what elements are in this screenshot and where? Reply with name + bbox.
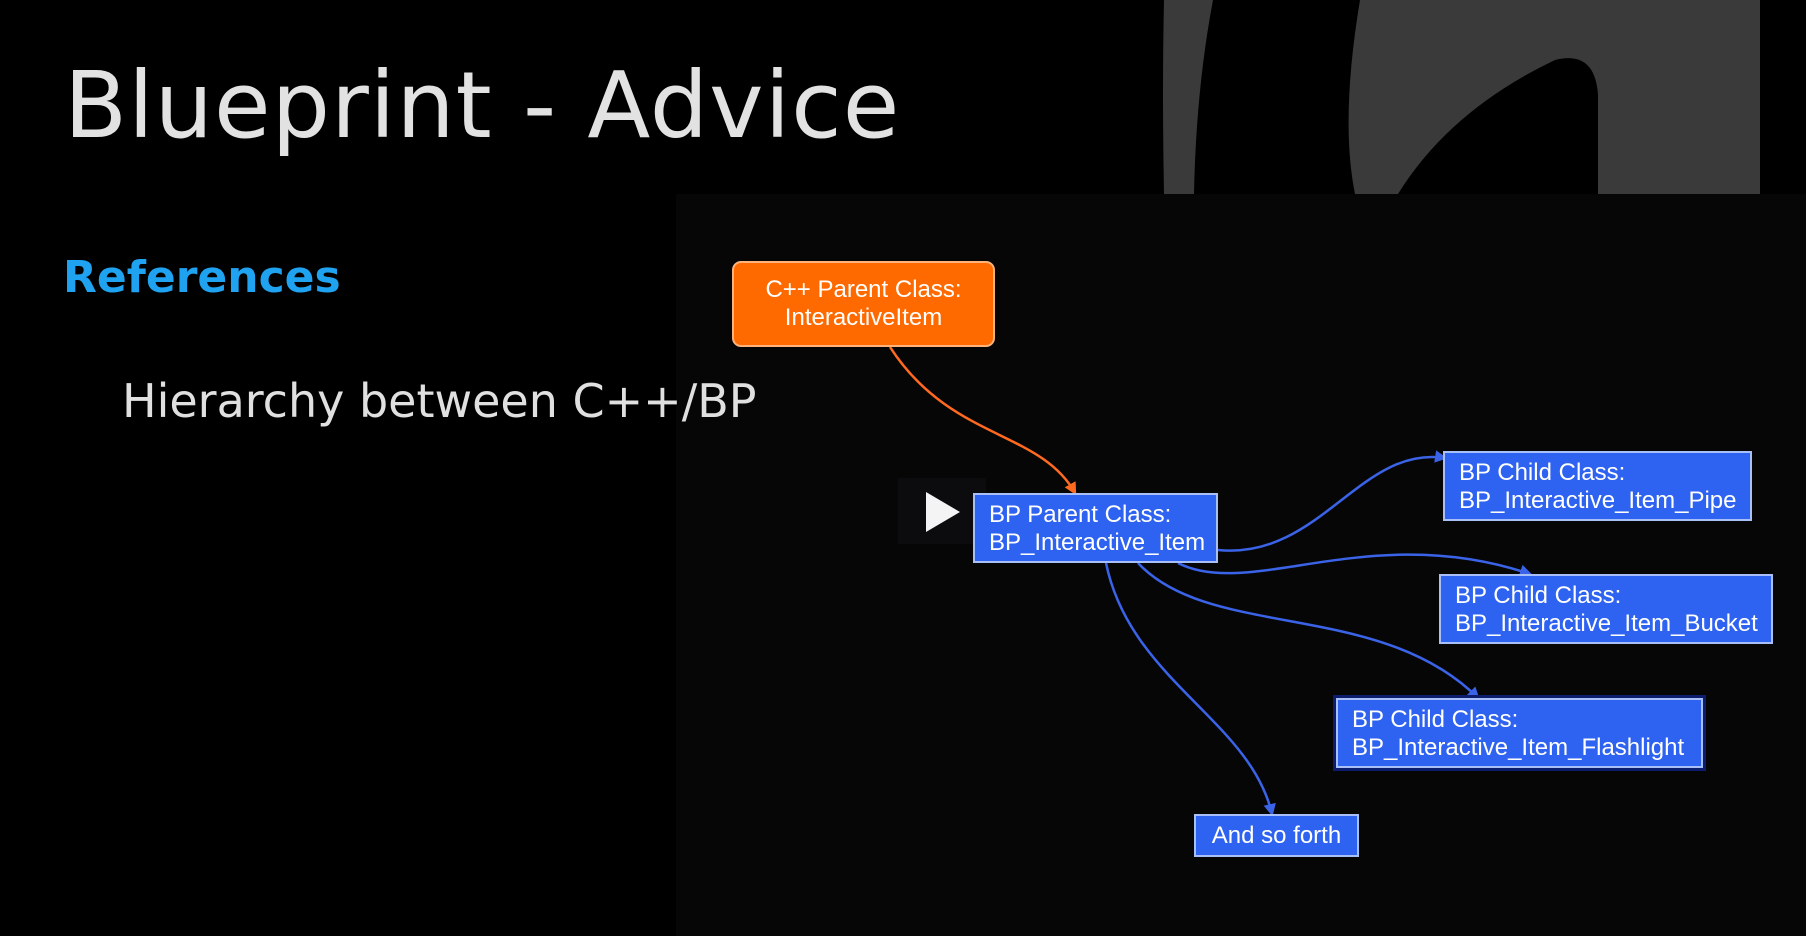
node-child-pipe-line1: BP Child Class: [1459, 459, 1626, 486]
node-child-bucket[interactable]: BP Child Class: BP_Interactive_Item_Buck… [1439, 574, 1773, 644]
node-child-bucket-line1: BP Child Class: [1455, 582, 1622, 609]
video-play-button[interactable] [898, 478, 986, 544]
node-child-flashlight-line2: BP_Interactive_Item_Flashlight [1352, 734, 1685, 761]
node-bp-parent-class[interactable]: BP Parent Class: BP_Interactive_Item [973, 493, 1218, 563]
node-and-so-forth-label: And so forth [1211, 822, 1342, 849]
node-child-bucket-line2: BP_Interactive_Item_Bucket [1455, 610, 1758, 637]
node-child-flashlight-line1: BP Child Class: [1352, 706, 1519, 733]
play-icon [926, 492, 960, 532]
edge-bp-parent-to-flashlight [1137, 562, 1480, 700]
node-and-so-forth[interactable]: And so forth [1194, 814, 1359, 857]
edge-cpp-to-bp-parent [888, 346, 1077, 496]
edge-bp-parent-to-and-so-forth [1104, 562, 1276, 817]
edge-bp-parent-to-pipe [1217, 450, 1448, 552]
node-bp-parent-line2: BP_Interactive_Item [989, 529, 1206, 556]
node-child-flashlight[interactable]: BP Child Class: BP_Interactive_Item_Flas… [1336, 698, 1703, 768]
bullet-text: Hierarchy between C++/BP [122, 374, 757, 428]
section-heading: References [63, 252, 341, 303]
node-child-pipe[interactable]: BP Child Class: BP_Interactive_Item_Pipe [1443, 451, 1752, 521]
node-cpp-parent-class[interactable]: C++ Parent Class: InteractiveItem [732, 261, 995, 347]
edge-bp-parent-to-bucket [1177, 553, 1533, 577]
node-child-pipe-line2: BP_Interactive_Item_Pipe [1459, 487, 1737, 514]
node-bp-parent-line1: BP Parent Class: [989, 501, 1172, 528]
node-cpp-parent-line2: InteractiveItem [784, 304, 943, 331]
slide-title: Blueprint - Advice [64, 52, 901, 159]
node-cpp-parent-line1: C++ Parent Class: [765, 276, 962, 303]
arch-logo-icon [1163, 0, 1760, 194]
